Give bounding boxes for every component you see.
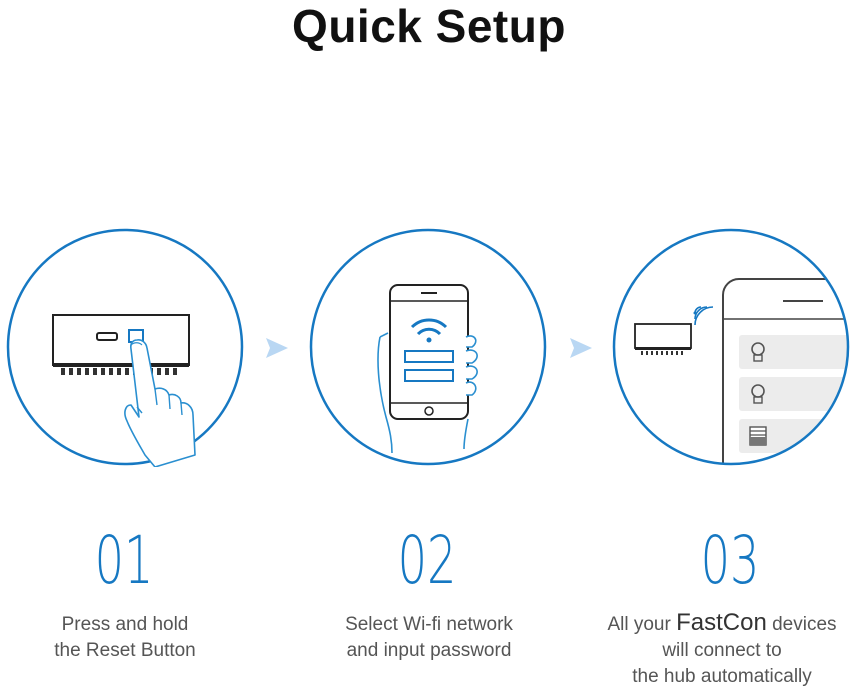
next-arrow-icon bbox=[570, 338, 592, 358]
brand-name: FastCon bbox=[676, 609, 767, 636]
step-3-description: All your FastCon devices will connect to… bbox=[586, 610, 858, 690]
page-title: Quick Setup bbox=[292, 0, 566, 52]
step-3-line-2: will connect to bbox=[662, 640, 782, 661]
bulb-icon bbox=[751, 342, 765, 362]
step-3-line-1: All your FastCon devices bbox=[586, 610, 858, 638]
step-2-number: 02 bbox=[397, 522, 457, 599]
hub-connect-devices-icon bbox=[612, 228, 850, 466]
step-1-description: Press and hold the Reset Button bbox=[0, 612, 250, 664]
step-3-illustration bbox=[611, 227, 851, 467]
bulb-icon bbox=[751, 384, 765, 404]
step-1-line-1: Press and hold bbox=[61, 614, 189, 635]
step-2-description: Select Wi-fi network and input password bbox=[300, 612, 558, 664]
step-3-line-1-pre: All your bbox=[607, 614, 671, 635]
step-2-illustration bbox=[308, 227, 548, 467]
hub-reset-finger-icon bbox=[6, 228, 244, 467]
step-2-line-1: Select Wi-fi network bbox=[345, 614, 513, 635]
phone-wifi-icon bbox=[309, 228, 547, 466]
step-1-number: 01 bbox=[94, 522, 154, 599]
step-1-illustration bbox=[5, 227, 245, 467]
step-3-number: 03 bbox=[700, 522, 760, 599]
step-3-line-1-post: devices bbox=[772, 614, 837, 635]
next-arrow-icon bbox=[266, 338, 288, 358]
step-2-line-2: and input password bbox=[346, 640, 512, 661]
step-3-line-3: the hub automatically bbox=[632, 666, 812, 687]
blinds-icon bbox=[749, 426, 767, 446]
step-1-line-2: the Reset Button bbox=[54, 640, 196, 661]
